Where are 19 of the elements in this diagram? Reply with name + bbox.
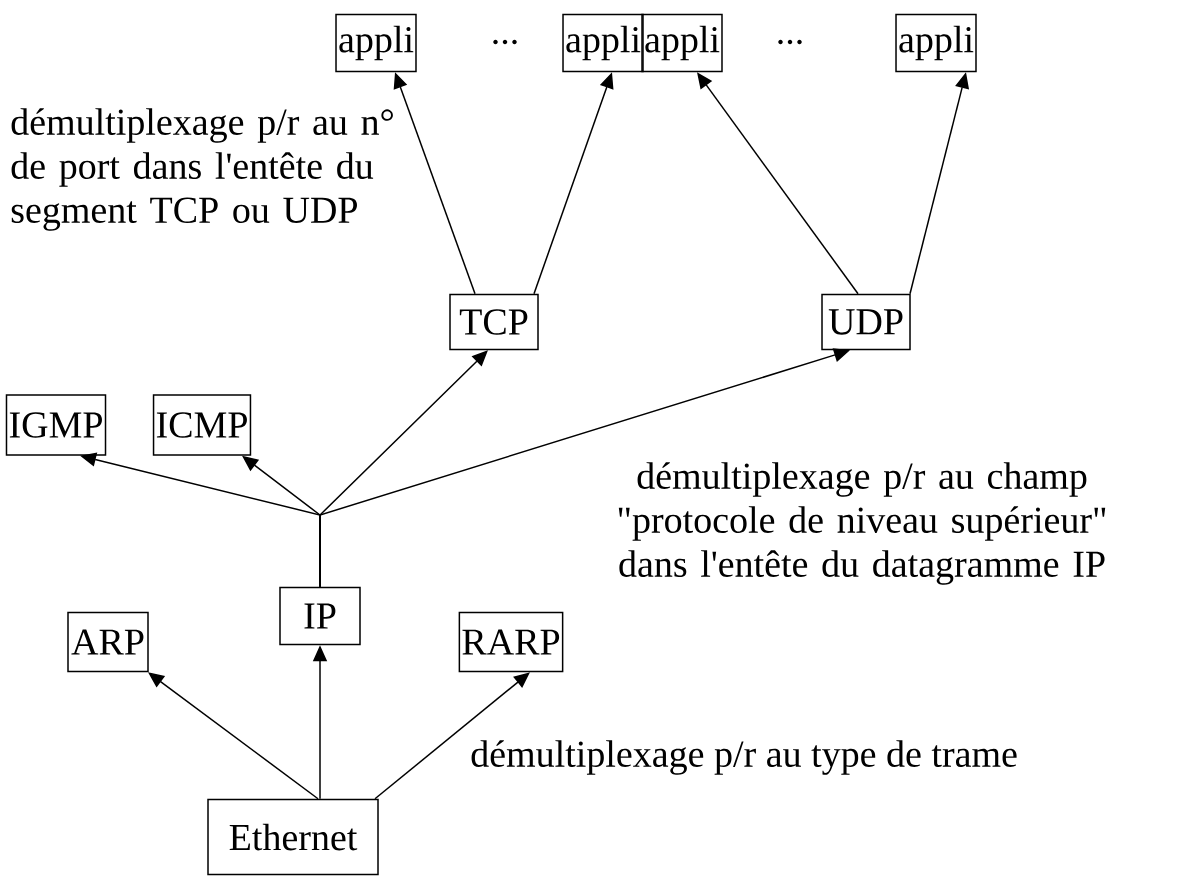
ellipsis: ...	[778, 39, 802, 45]
protocol-box: appli	[895, 13, 977, 73]
ellipsis: ...	[493, 39, 517, 45]
protocol-box: UDP	[821, 293, 911, 351]
arrow	[148, 672, 319, 800]
protocol-box: TCP	[449, 293, 539, 351]
protocol-box: ARP	[67, 611, 149, 673]
protocol-box: ICMP	[152, 394, 252, 456]
protocol-box: appli	[641, 13, 723, 73]
protocol-box: appli	[335, 13, 417, 73]
annotation: démultiplexage p/r au n° de port dans l'entête du segment TCP ou UDP	[11, 108, 393, 231]
protocol-box: Ethernet	[207, 798, 379, 876]
protocol-box: IP	[279, 586, 361, 646]
protocol-box: IGMP	[5, 394, 107, 456]
protocol-box: appli	[562, 13, 644, 73]
annotation: démultiplexage p/r au champ "protocole de niveau supérieur" dans l'entête du datagramme IP	[618, 462, 1106, 585]
protocol-box: RARP	[458, 611, 564, 673]
arrow	[374, 672, 530, 800]
annotation: démultiplexage p/r au type de trame	[471, 740, 1017, 775]
